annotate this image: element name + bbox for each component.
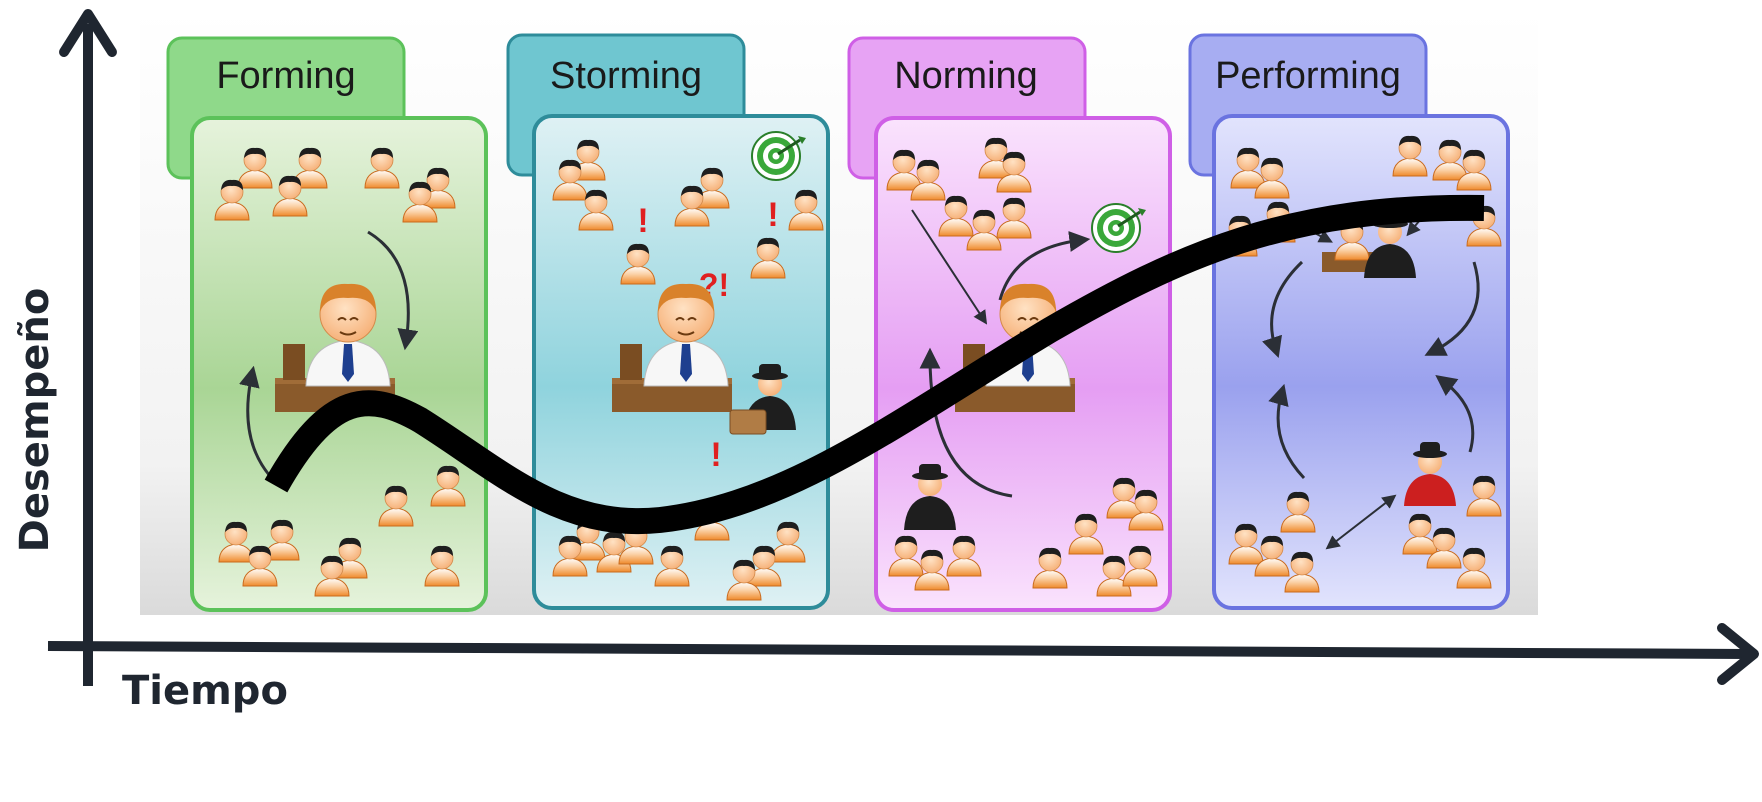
storming-exclaim-3: ! bbox=[710, 436, 721, 474]
performing-arrow-right-down bbox=[1424, 261, 1480, 356]
performing-red-figure-icon bbox=[1404, 442, 1456, 506]
storming-scene: ! ! ?! ! bbox=[552, 130, 824, 601]
norming-arrow-to-target bbox=[998, 231, 1091, 301]
performing-scene bbox=[1222, 135, 1502, 593]
tab-label-performing: Performing bbox=[1215, 55, 1401, 97]
x-axis bbox=[47, 641, 1749, 659]
performing-arrow-right-up bbox=[1435, 374, 1475, 453]
norming-arrow-in bbox=[911, 209, 988, 325]
performing-two-way-arrow bbox=[1325, 494, 1397, 550]
tab-label-storming: Storming bbox=[550, 55, 702, 97]
briefcase-icon bbox=[729, 409, 767, 435]
y-axis-label: Desempeño bbox=[12, 288, 58, 553]
tab-label-norming: Norming bbox=[894, 55, 1038, 97]
forming-scene bbox=[214, 147, 466, 597]
performing-arrow-left-down bbox=[1262, 260, 1304, 358]
y-axis-arrowhead bbox=[59, 9, 117, 57]
x-axis-arrowhead bbox=[1717, 623, 1759, 685]
performance-curve bbox=[264, 194, 1485, 535]
storming-exclaim-2: ! bbox=[767, 196, 778, 234]
performing-arrow-left-up bbox=[1268, 383, 1306, 480]
norming-scene bbox=[886, 137, 1164, 597]
x-axis-label: Tiempo bbox=[122, 668, 288, 714]
tab-label-forming: Forming bbox=[216, 55, 355, 97]
storming-exclaim-1: ! bbox=[637, 202, 648, 240]
norming-arrow-up bbox=[919, 347, 1013, 498]
forming-arrow-down bbox=[367, 230, 419, 351]
forming-arrow-up bbox=[239, 365, 272, 477]
axes: Desempeño Tiempo bbox=[12, 9, 1759, 714]
